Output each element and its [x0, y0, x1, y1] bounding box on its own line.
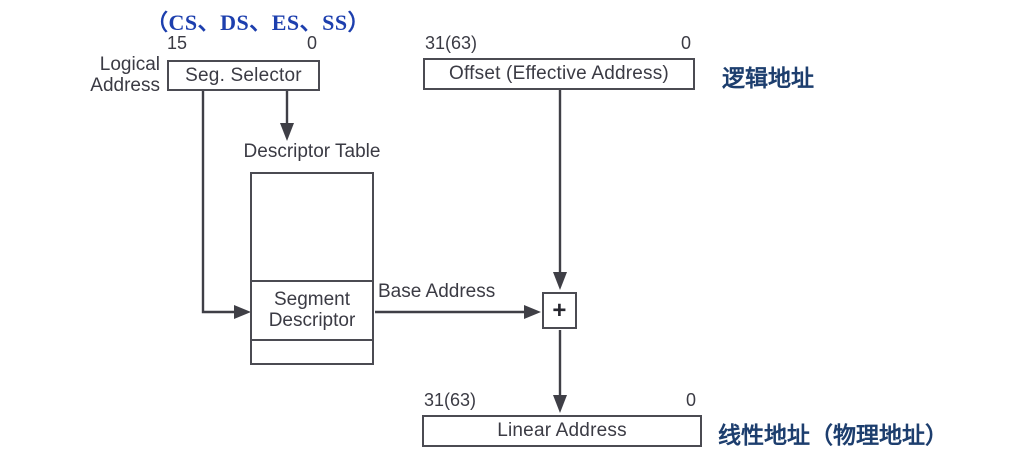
descriptor-table-box: Segment Descriptor [250, 172, 374, 365]
descriptor-table-empty-bottom-cell [252, 341, 372, 363]
logical-address-label-line2: Address [90, 74, 160, 96]
logical-address-cjk-label: 逻辑地址 [722, 66, 814, 91]
base-address-label: Base Address [378, 281, 496, 302]
selector-to-descriptor-arrowhead [234, 305, 251, 319]
segment-descriptor-label-line1: Segment [273, 288, 351, 310]
linear-address-label: Linear Address [497, 420, 627, 441]
linear-address-box: Linear Address [422, 415, 702, 447]
offset-to-adder-arrowhead [553, 272, 567, 290]
seg-selector-bit-low: 0 [306, 33, 317, 53]
linear-address-bit-low: 0 [685, 390, 696, 410]
seg-selector-box: Seg. Selector [167, 60, 320, 91]
descriptor-table-empty-top-cell [252, 174, 372, 280]
selector-to-table-arrowhead [280, 123, 294, 141]
offset-label: Offset (Effective Address) [449, 63, 669, 84]
logical-address-label-line1: Logical [99, 54, 160, 75]
offset-bit-high: 31(63) [425, 33, 478, 53]
offset-bit-low: 0 [680, 33, 691, 53]
logical-address-label: Logical Address [66, 54, 160, 96]
seg-selector-bit-high: 15 [167, 33, 188, 53]
offset-box: Offset (Effective Address) [423, 58, 695, 90]
seg-selector-bit-range: 15 0 [167, 33, 317, 54]
selector-to-descriptor-line [201, 91, 234, 314]
linear-address-cjk-label: 线性地址（物理地址） [718, 423, 948, 448]
segment-descriptor-label-line2: Descriptor [268, 309, 356, 331]
plus-icon: + [552, 296, 567, 324]
linear-address-bit-range: 31(63) 0 [424, 390, 696, 411]
base-address-arrowhead [524, 305, 541, 319]
linear-address-bit-high: 31(63) [424, 390, 477, 410]
adder-box: + [542, 292, 577, 329]
segment-descriptor-cell: Segment Descriptor [252, 280, 372, 341]
offset-bit-range: 31(63) 0 [425, 33, 691, 54]
segment-registers-note: （CS、DS、ES、SS） [146, 10, 371, 35]
seg-selector-label: Seg. Selector [185, 64, 302, 86]
descriptor-table-title: Descriptor Table [243, 141, 381, 162]
